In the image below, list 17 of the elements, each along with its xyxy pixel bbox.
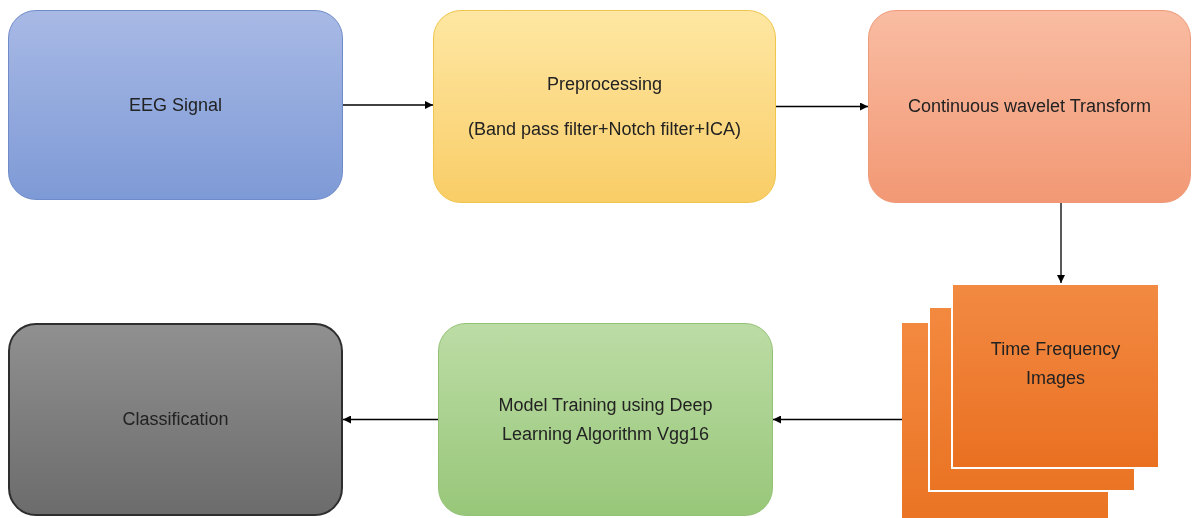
process-box bbox=[438, 323, 773, 516]
node-text: Time Frequency Images bbox=[989, 338, 1122, 390]
arrow bbox=[342, 415, 439, 424]
arrow bbox=[342, 101, 434, 109]
process-box bbox=[8, 323, 343, 516]
node-text: Continuous wavelet Transform bbox=[907, 95, 1152, 119]
process-box bbox=[868, 10, 1191, 203]
node-text: Classification bbox=[122, 408, 229, 432]
arrow bbox=[775, 102, 869, 111]
node-text: EEG Signal bbox=[128, 93, 223, 117]
node-text: Model Training using Deep Learning Algorithm Vgg16 bbox=[497, 393, 714, 446]
process-box bbox=[433, 10, 776, 203]
process-box bbox=[8, 10, 343, 200]
node-text: (Band pass filter+Notch filter+ICA) bbox=[467, 117, 742, 141]
arrow bbox=[1057, 202, 1065, 284]
node-text: Preprocessing bbox=[546, 72, 663, 96]
arrow bbox=[772, 415, 903, 424]
